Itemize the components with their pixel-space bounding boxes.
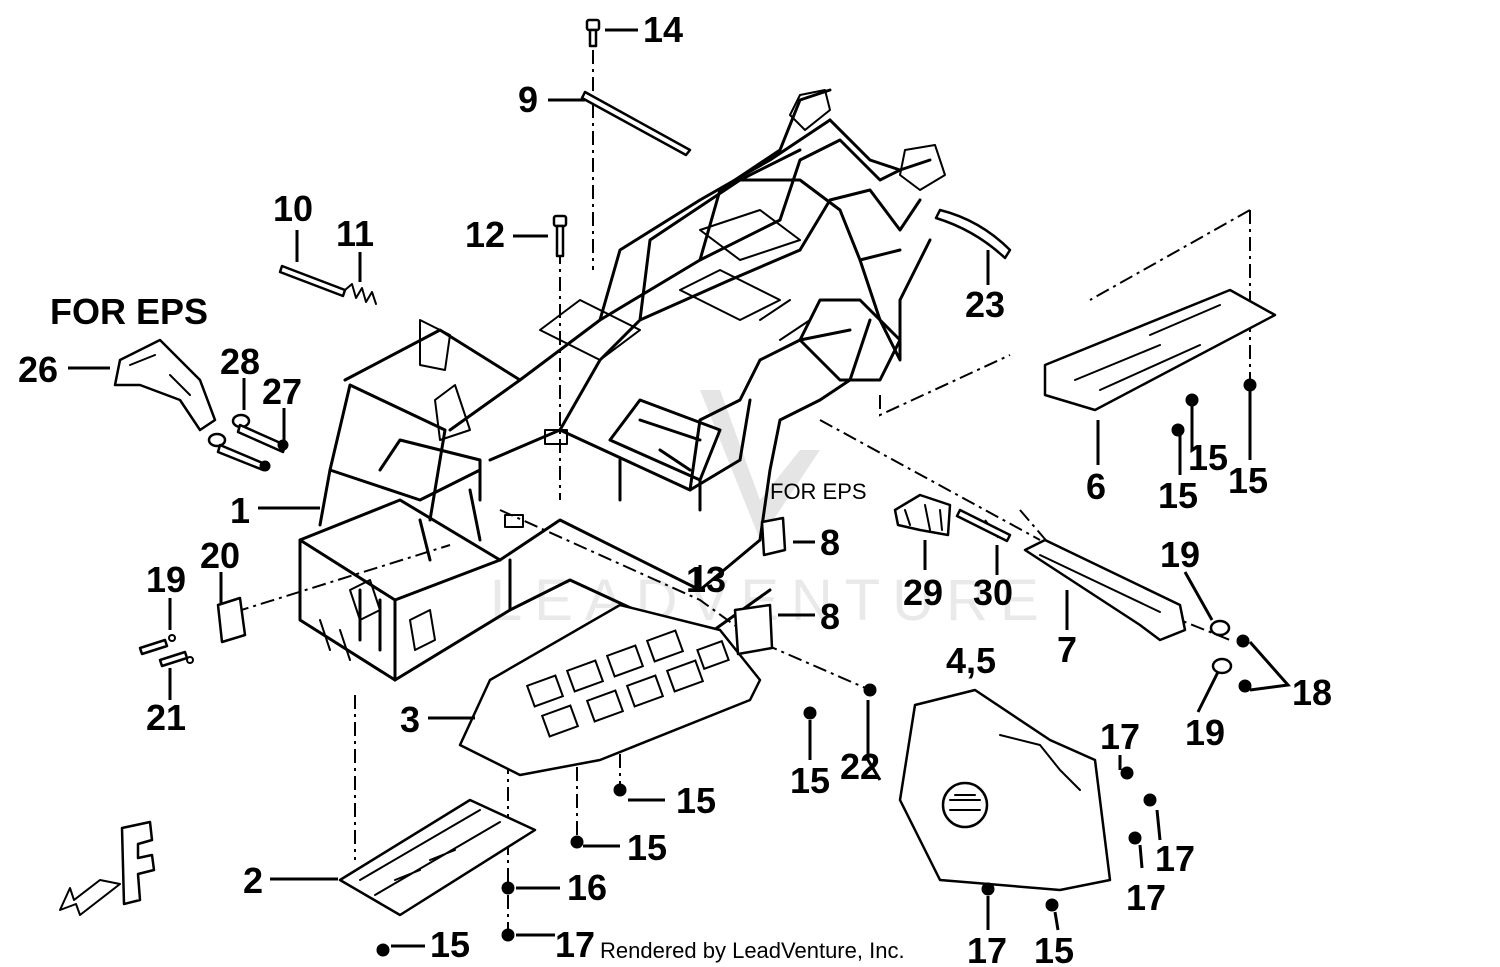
cover-part-4-5 bbox=[898, 688, 1112, 892]
label-10: 10 bbox=[273, 188, 313, 229]
washer-lower-left bbox=[207, 432, 227, 448]
washer-part-19-lower bbox=[1211, 657, 1233, 675]
fasteners bbox=[259, 378, 1257, 957]
label-15-d: 15 bbox=[790, 760, 830, 801]
note-for-eps-main: FOR EPS bbox=[50, 291, 208, 332]
label-23: 23 bbox=[965, 284, 1005, 325]
bolt-part-12 bbox=[552, 214, 568, 258]
plate-part-8-upper bbox=[760, 516, 787, 557]
label-17-b: 17 bbox=[1100, 716, 1140, 757]
label-19-left: 19 bbox=[146, 559, 186, 600]
part-labels: 14 9 10 11 12 23 FOR EPS 26 28 27 1 20 1… bbox=[18, 9, 1332, 967]
bolt-part-21a bbox=[138, 638, 169, 656]
rail-part-7 bbox=[1023, 538, 1187, 642]
label-27: 27 bbox=[262, 371, 302, 412]
washer-part-19-left bbox=[168, 634, 176, 642]
bolt-part-30 bbox=[955, 508, 1012, 543]
note-for-eps-small: FOR EPS bbox=[770, 479, 867, 504]
eps-clamp-part-29 bbox=[893, 493, 952, 537]
spring-part-11 bbox=[344, 283, 377, 305]
label-3: 3 bbox=[400, 699, 420, 740]
label-21: 21 bbox=[146, 697, 186, 738]
label-22: 22 bbox=[840, 746, 880, 787]
label-11: 11 bbox=[336, 213, 374, 254]
label-15-b: 15 bbox=[1158, 475, 1198, 516]
label-13: 13 bbox=[686, 559, 726, 600]
bolt-part-14 bbox=[585, 18, 601, 48]
skid-plate-part-6 bbox=[1043, 288, 1277, 412]
bolt-part-10 bbox=[278, 264, 347, 298]
bracket-part-23 bbox=[934, 208, 1012, 260]
label-17-d: 17 bbox=[1126, 877, 1166, 918]
label-17-a: 17 bbox=[555, 924, 595, 965]
label-9: 9 bbox=[518, 79, 538, 120]
label-15-g: 15 bbox=[430, 924, 470, 965]
label-8-upper: 8 bbox=[820, 522, 840, 563]
label-19-upper: 19 bbox=[1160, 534, 1200, 575]
label-20: 20 bbox=[200, 535, 240, 576]
leader-lines bbox=[68, 28, 1291, 948]
eps-bracket-part-26 bbox=[113, 338, 217, 432]
bolt-lower-left bbox=[216, 443, 267, 472]
skid-plate-part-3 bbox=[458, 603, 762, 777]
label-6: 6 bbox=[1086, 466, 1106, 507]
watermark-logo bbox=[700, 390, 820, 540]
label-17-e: 17 bbox=[967, 930, 1007, 967]
label-30: 30 bbox=[973, 572, 1013, 613]
label-18: 18 bbox=[1292, 672, 1332, 713]
washer-part-19-upper bbox=[1209, 619, 1231, 637]
label-29: 29 bbox=[903, 572, 943, 613]
plate-part-8-lower bbox=[733, 603, 774, 656]
label-15-h: 15 bbox=[1034, 930, 1074, 967]
label-26: 26 bbox=[18, 349, 58, 390]
label-16: 16 bbox=[567, 867, 607, 908]
label-1: 1 bbox=[230, 490, 250, 531]
label-12: 12 bbox=[465, 214, 505, 255]
label-15-a: 15 bbox=[1188, 437, 1228, 478]
label-15-f: 15 bbox=[627, 827, 667, 868]
front-direction-icon bbox=[59, 820, 156, 916]
bracket-part-20 bbox=[216, 596, 247, 644]
label-17-c: 17 bbox=[1155, 838, 1195, 879]
label-14: 14 bbox=[643, 9, 683, 50]
bolt-part-27 bbox=[236, 423, 287, 454]
label-19-lower: 19 bbox=[1185, 712, 1225, 753]
label-4-5: 4,5 bbox=[946, 640, 996, 681]
label-7: 7 bbox=[1057, 629, 1077, 670]
label-2: 2 bbox=[243, 860, 263, 901]
assembly-centerlines bbox=[234, 50, 1251, 935]
footer-credit: Rendered by LeadVenture, Inc. bbox=[600, 938, 905, 963]
washer-part-19-left-b bbox=[186, 656, 194, 664]
label-15-e: 15 bbox=[676, 780, 716, 821]
strip-part-9 bbox=[580, 90, 692, 157]
skid-plate-part-2 bbox=[338, 798, 537, 917]
label-28: 28 bbox=[220, 341, 260, 382]
label-15-c: 15 bbox=[1228, 460, 1268, 501]
bolt-part-21b bbox=[158, 650, 189, 668]
label-8-lower: 8 bbox=[820, 596, 840, 637]
